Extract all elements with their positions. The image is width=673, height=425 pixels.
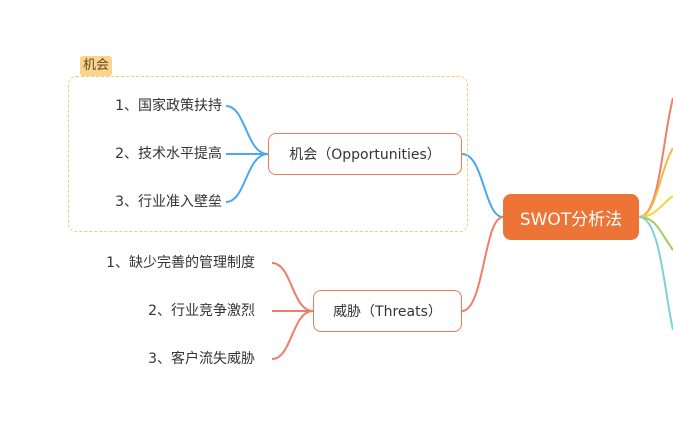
opportunity-item-1[interactable]: 1、国家政策扶持 xyxy=(115,98,222,114)
opportunity-item-3[interactable]: 3、行业准入壁垒 xyxy=(115,194,222,210)
link-opportunity-3 xyxy=(225,153,269,203)
link-root-opportunities xyxy=(461,153,504,218)
link-threat-1 xyxy=(271,262,314,312)
link-offscreen-3 xyxy=(638,195,673,218)
boundary-label[interactable]: 机会 xyxy=(80,56,113,76)
link-offscreen-2 xyxy=(638,147,673,218)
root-node[interactable]: SWOT分析法 xyxy=(503,194,639,240)
link-threat-3 xyxy=(271,310,314,360)
opportunity-item-2[interactable]: 2、技术水平提高 xyxy=(115,146,222,162)
link-offscreen-4 xyxy=(638,216,673,251)
threat-item-2[interactable]: 2、行业竞争激烈 xyxy=(148,303,255,319)
opportunities-boundary xyxy=(68,76,468,232)
threats-node[interactable]: 威胁（Threats） xyxy=(313,290,462,332)
threat-item-3[interactable]: 3、客户流失威胁 xyxy=(148,351,255,367)
opportunities-node[interactable]: 机会（Opportunities） xyxy=(268,133,462,175)
link-root-threats xyxy=(461,216,504,312)
link-opportunity-1 xyxy=(225,105,269,155)
threat-item-1[interactable]: 1、缺少完善的管理制度 xyxy=(106,255,255,271)
link-offscreen-5 xyxy=(638,216,673,331)
